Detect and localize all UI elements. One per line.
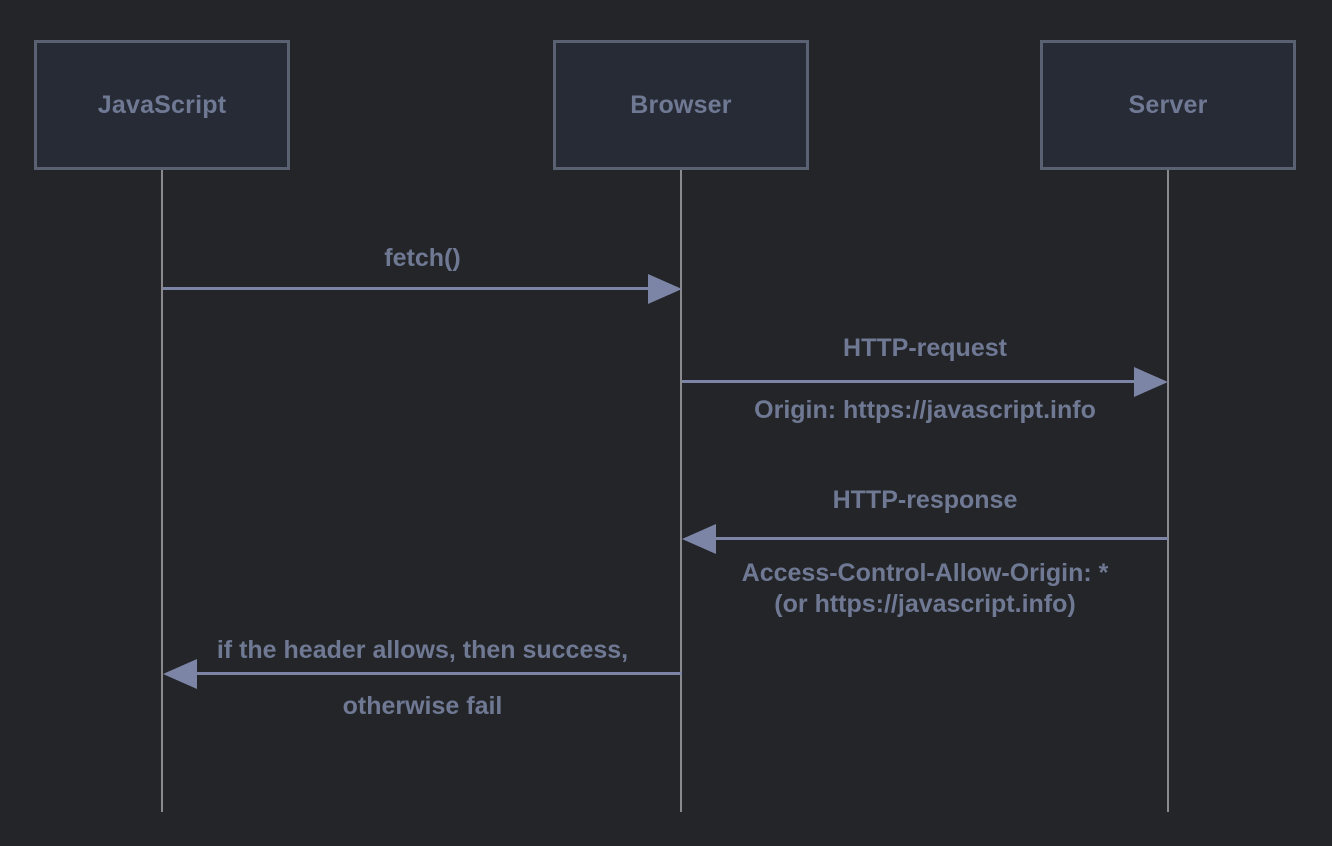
arrowhead-right-icon <box>1134 367 1168 397</box>
message-fetch-label: fetch() <box>384 244 461 272</box>
message-result-label: if the header allows, then success, <box>216 636 629 664</box>
message-http-response-sublabel-line1: Access-Control-Allow-Origin: * <box>741 559 1109 587</box>
arrowhead-left-icon <box>163 659 197 689</box>
actor-box-javascript: JavaScript <box>34 40 290 170</box>
message-fetch: fetch() <box>163 244 682 304</box>
actor-box-browser: Browser <box>553 40 809 170</box>
message-http-request-sublabel: Origin: https://javascript.info <box>754 396 1096 424</box>
message-result-sublabel: otherwise fail <box>342 692 503 720</box>
message-result: if the header allows, then success, othe… <box>163 636 682 726</box>
lifeline-browser <box>680 170 682 812</box>
arrowhead-right-icon <box>648 274 682 304</box>
actor-label-javascript: JavaScript <box>97 90 227 119</box>
message-http-response-sublabel: Access-Control-Allow-Origin: * (or https… <box>682 558 1168 620</box>
arrowhead-left-icon <box>682 524 716 554</box>
message-http-request-arrow-line <box>682 380 1134 383</box>
message-fetch-arrow-line <box>163 287 648 290</box>
actor-label-server: Server <box>1128 90 1208 119</box>
lifeline-javascript <box>161 170 163 812</box>
message-http-response: HTTP-response Access-Control-Allow-Origi… <box>682 486 1168 626</box>
actor-label-browser: Browser <box>630 90 732 119</box>
message-http-request: HTTP-request Origin: https://javascript.… <box>682 334 1168 430</box>
message-http-request-label: HTTP-request <box>843 334 1007 362</box>
lifeline-server <box>1167 170 1169 812</box>
message-http-response-label: HTTP-response <box>832 486 1018 514</box>
message-http-response-sublabel-line2: (or https://javascript.info) <box>774 590 1076 618</box>
actor-box-server: Server <box>1040 40 1296 170</box>
message-http-response-arrow-line <box>716 537 1168 540</box>
message-result-arrow-line <box>197 672 682 675</box>
